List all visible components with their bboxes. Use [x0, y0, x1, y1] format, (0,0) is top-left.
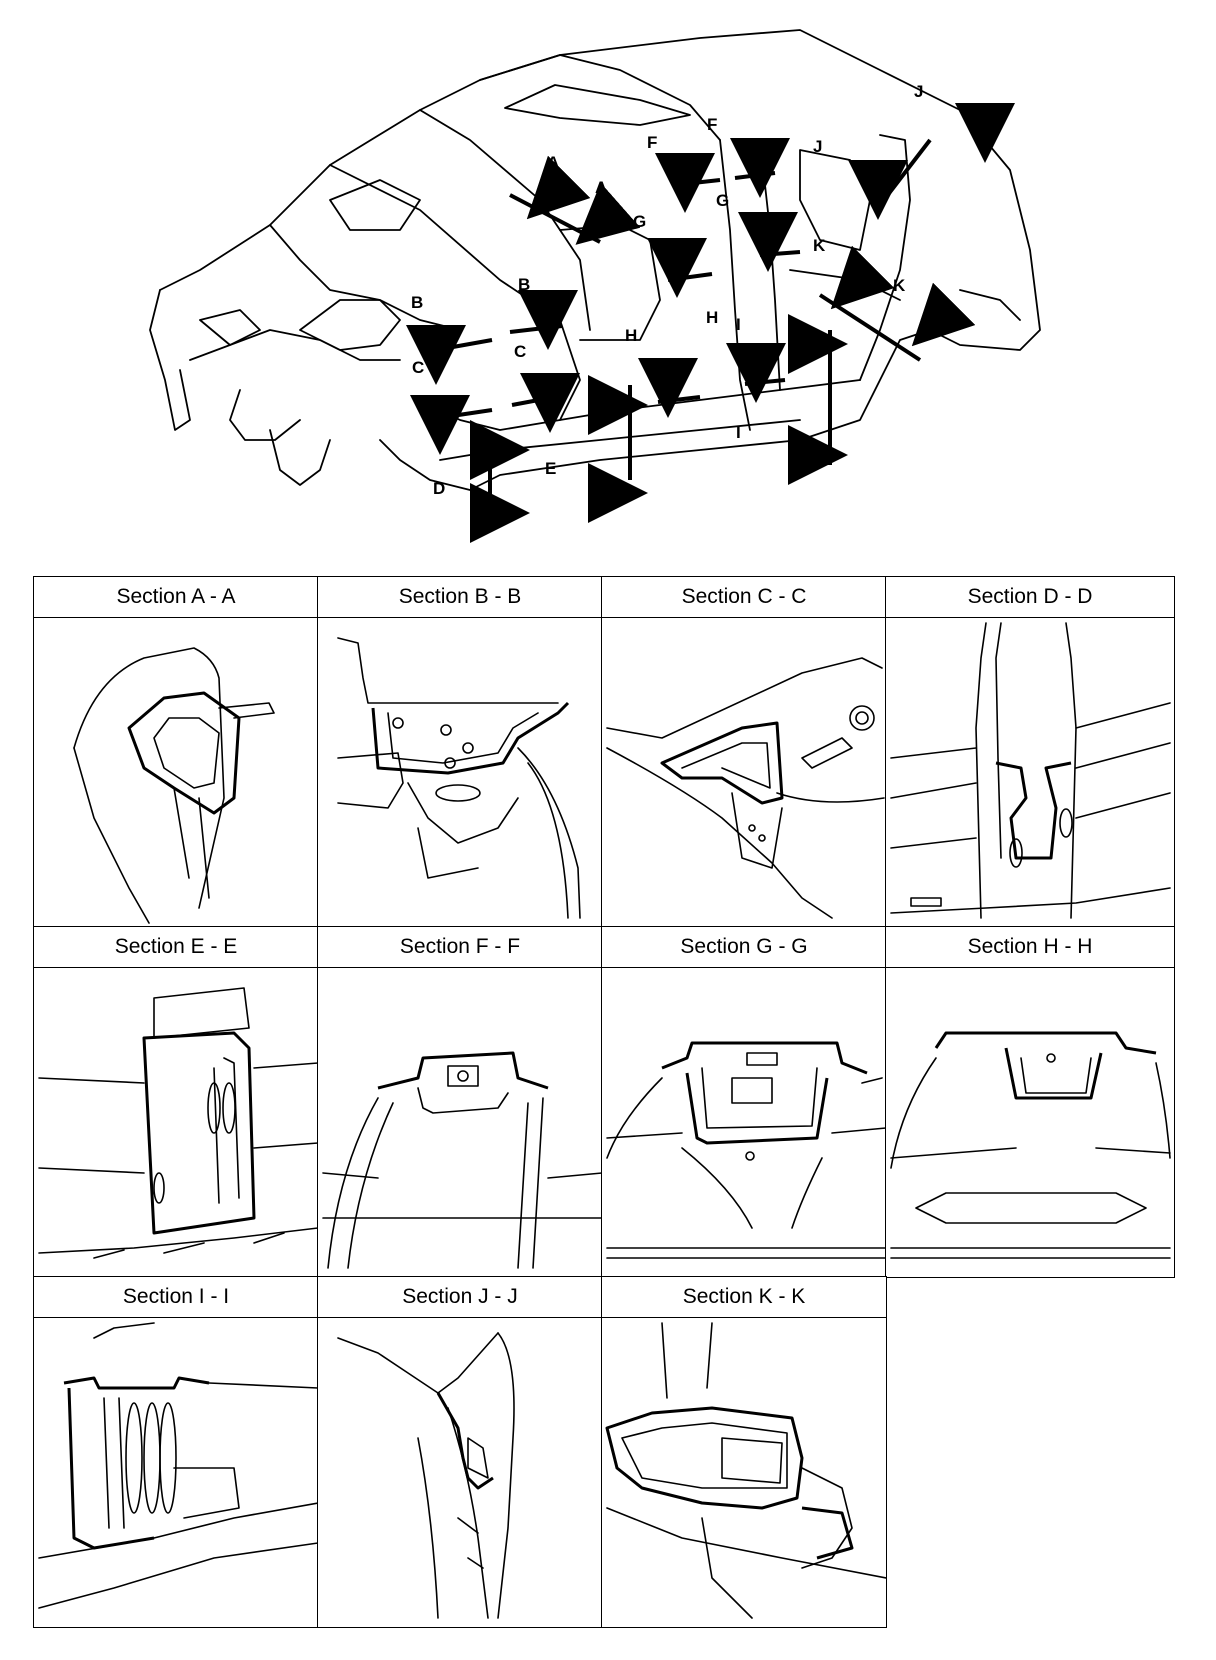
- section-f-title: Section F - F: [318, 927, 602, 968]
- section-b-panel: Section B - B: [317, 576, 603, 928]
- section-h-drawing: [890, 1031, 1171, 1259]
- section-a-title: Section A - A: [34, 577, 318, 618]
- section-i-drawing: [38, 1322, 318, 1609]
- callout-j: J: [914, 82, 923, 101]
- section-arrows: [406, 103, 1015, 543]
- callout-h: H: [706, 308, 718, 327]
- section-e-panel: Section E - E: [33, 926, 319, 1278]
- section-a-panel: Section A - A: [33, 576, 319, 928]
- callout-c: C: [412, 358, 424, 377]
- callout-a: A: [595, 178, 607, 197]
- section-c-panel: Section C - C: [601, 576, 887, 928]
- section-i-panel: Section I - I: [33, 1276, 319, 1628]
- section-f-panel: Section F - F: [317, 926, 603, 1278]
- section-d-panel: Section D - D: [885, 576, 1175, 928]
- section-h-title: Section H - H: [886, 927, 1174, 968]
- callout-c: C: [514, 342, 526, 361]
- callout-j: J: [813, 137, 822, 156]
- callout-k: K: [893, 276, 906, 295]
- section-e-title: Section E - E: [34, 927, 318, 968]
- callout-f: F: [707, 115, 717, 134]
- callout-d: D: [433, 479, 445, 498]
- callout-g: G: [716, 191, 729, 210]
- section-k-title: Section K - K: [602, 1277, 886, 1318]
- callout-e: E: [542, 376, 553, 395]
- section-h-panel: Section H - H: [885, 926, 1175, 1278]
- section-c-title: Section C - C: [602, 577, 886, 618]
- section-k-panel: Section K - K: [601, 1276, 887, 1628]
- section-d-title: Section D - D: [886, 577, 1174, 618]
- callout-a: A: [547, 153, 559, 172]
- section-k-drawing: [605, 1322, 886, 1619]
- callout-g: G: [633, 212, 646, 231]
- callout-f: F: [647, 133, 657, 152]
- section-g-title: Section G - G: [602, 927, 886, 968]
- section-d-drawing: [890, 622, 1171, 919]
- callout-k: K: [813, 236, 826, 255]
- section-e-drawing: [38, 987, 318, 1259]
- callout-b: B: [411, 293, 423, 312]
- section-j-title: Section J - J: [318, 1277, 602, 1318]
- section-b-drawing: [337, 637, 581, 919]
- callout-h: H: [625, 326, 637, 345]
- callout-e: E: [545, 459, 556, 478]
- section-i-title: Section I - I: [34, 1277, 318, 1318]
- section-a-drawing: [73, 647, 275, 924]
- section-g-drawing: [606, 1041, 886, 1259]
- section-j-panel: Section J - J: [317, 1276, 603, 1628]
- section-b-title: Section B - B: [318, 577, 602, 618]
- callout-i: I: [736, 423, 741, 442]
- callout-i: I: [736, 315, 741, 334]
- section-f-drawing: [322, 1051, 602, 1269]
- section-c-drawing: [606, 657, 885, 919]
- callout-b: B: [518, 275, 530, 294]
- section-j-drawing: [337, 1332, 515, 1619]
- callout-d: D: [435, 417, 447, 436]
- section-views-grid: Section A - A Section B - B Section C -: [33, 576, 1175, 1628]
- section-g-panel: Section G - G: [601, 926, 887, 1278]
